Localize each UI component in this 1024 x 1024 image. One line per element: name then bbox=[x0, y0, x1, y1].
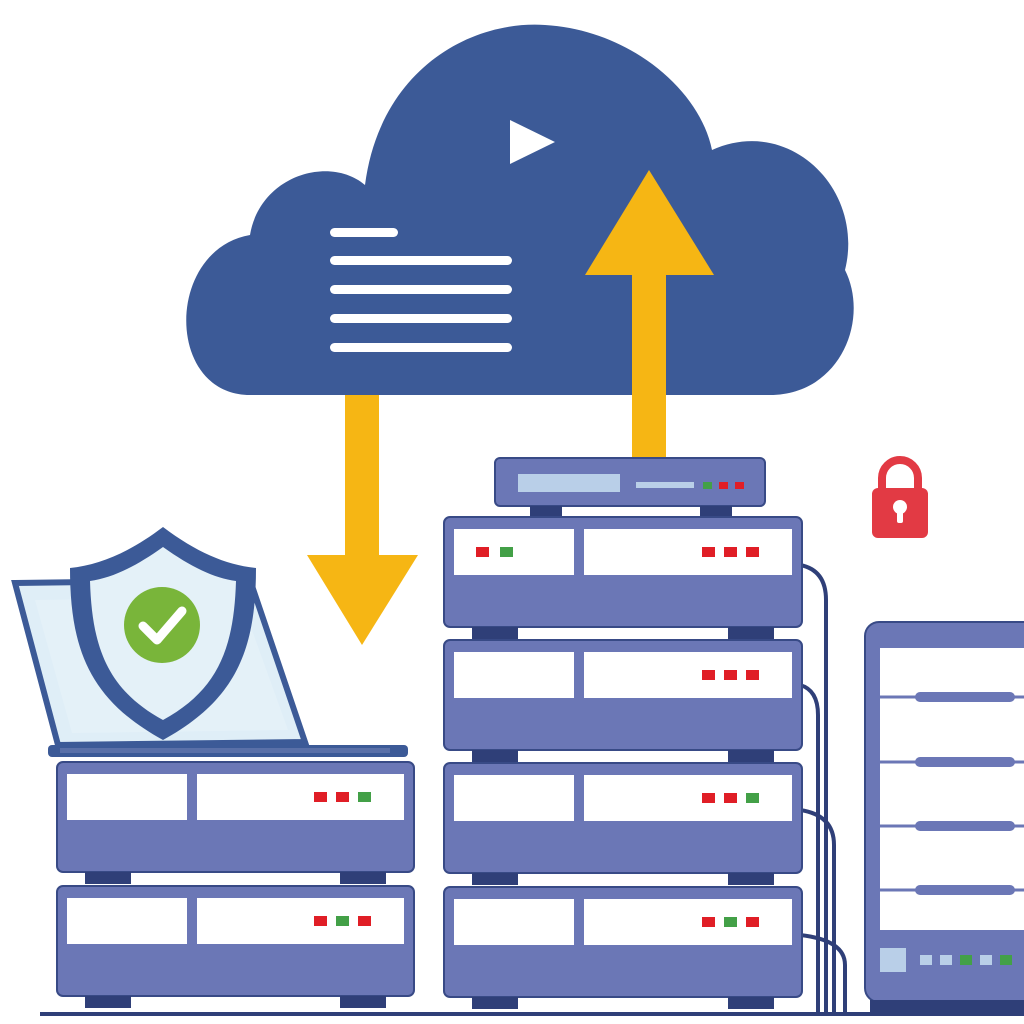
status-led bbox=[314, 792, 327, 802]
up-arrow-icon bbox=[585, 170, 714, 460]
status-led bbox=[336, 916, 349, 926]
server-rack-icon bbox=[443, 516, 803, 639]
status-led bbox=[746, 917, 759, 927]
status-led bbox=[746, 793, 759, 803]
status-led bbox=[719, 482, 728, 489]
status-led bbox=[724, 670, 737, 680]
status-led bbox=[724, 547, 737, 557]
left-server-stack bbox=[56, 761, 415, 1008]
document-lines-icon bbox=[330, 228, 512, 352]
status-led bbox=[702, 670, 715, 680]
ground-line bbox=[40, 1012, 1024, 1016]
padlock-icon bbox=[872, 456, 928, 538]
status-led bbox=[746, 547, 759, 557]
status-led bbox=[358, 916, 371, 926]
status-led bbox=[702, 917, 715, 927]
status-led bbox=[358, 792, 371, 802]
status-led bbox=[724, 917, 737, 927]
server-rack-icon bbox=[443, 886, 803, 1009]
server-cabinet-icon bbox=[864, 621, 1024, 1014]
status-led bbox=[703, 482, 712, 489]
shield-check-icon bbox=[70, 527, 256, 740]
status-led bbox=[702, 547, 715, 557]
status-led bbox=[314, 916, 327, 926]
cloud-icon bbox=[186, 24, 854, 395]
down-arrow-icon bbox=[307, 395, 418, 645]
server-rack-icon bbox=[443, 762, 803, 885]
server-rack-icon bbox=[56, 761, 415, 884]
status-led bbox=[724, 793, 737, 803]
network-switch-icon bbox=[494, 457, 766, 516]
center-server-stack bbox=[443, 516, 803, 1009]
server-rack-icon bbox=[56, 885, 415, 1008]
status-led bbox=[702, 793, 715, 803]
status-led bbox=[336, 792, 349, 802]
status-led bbox=[735, 482, 744, 489]
status-led bbox=[746, 670, 759, 680]
server-cables bbox=[799, 563, 847, 1012]
server-rack-icon bbox=[443, 639, 803, 762]
play-icon bbox=[510, 120, 555, 164]
